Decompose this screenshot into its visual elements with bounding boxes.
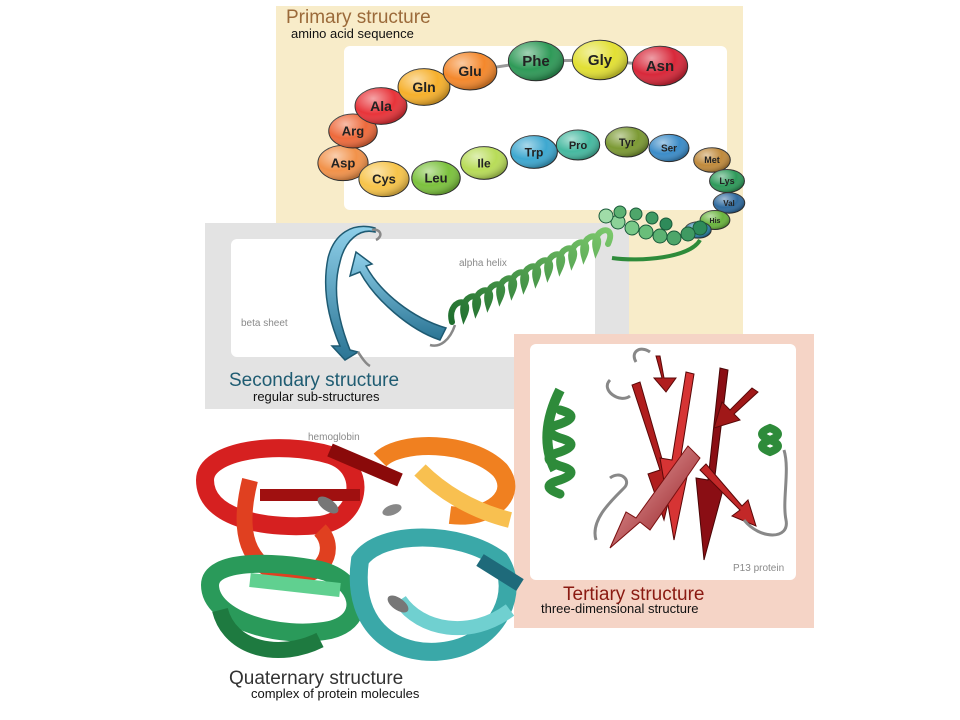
residue-label: Leu — [424, 171, 447, 186]
chain-coil — [598, 205, 708, 246]
alpha-helix-label: alpha helix — [459, 258, 507, 269]
secondary-structure-subtitle: regular sub-structures — [253, 389, 380, 404]
hemoglobin-structure — [195, 437, 524, 661]
residue-leu: Leu — [411, 160, 461, 196]
hemoglobin-label: hemoglobin — [308, 432, 360, 443]
residue-label: Tyr — [619, 137, 636, 149]
residue-label: Asp — [331, 156, 356, 171]
residue-label: Phe — [522, 53, 550, 70]
residue-label: Ile — [477, 156, 491, 170]
secondary-structure-title: Secondary structure — [229, 370, 400, 391]
residue-lys: Lys — [709, 168, 745, 194]
residue-met: Met — [693, 147, 731, 173]
residue-label: Cys — [372, 172, 396, 187]
residue-label: His — [710, 218, 721, 225]
residue-pro: Pro — [555, 129, 601, 161]
tertiary-structure-title: Tertiary structure — [563, 584, 705, 605]
p13-protein-structure — [542, 347, 788, 561]
alpha-helix — [429, 227, 702, 347]
residue-label: Lys — [719, 176, 734, 186]
p13-protein-label: P13 protein — [733, 563, 785, 574]
residue-label: Pro — [569, 140, 588, 152]
beta-sheet — [324, 225, 448, 368]
residue-val: Val — [712, 192, 746, 214]
residue-ile: Ile — [460, 146, 508, 180]
residue-tyr: Tyr — [604, 126, 650, 158]
tertiary-structure-subtitle: three-dimensional structure — [541, 601, 699, 616]
residue-gln: Gln — [397, 68, 451, 106]
residue-glu: Glu — [442, 51, 498, 91]
residue-ala: Ala — [354, 87, 408, 125]
residue-label: Glu — [458, 63, 481, 79]
residue-label: Met — [704, 155, 720, 165]
beta-sheet-label: beta sheet — [241, 318, 288, 329]
residue-asn: Asn — [631, 45, 689, 87]
residue-gly: Gly — [571, 39, 629, 81]
residue-phe: Phe — [507, 40, 565, 82]
residue-trp: Trp — [510, 135, 558, 169]
residue-cys: Cys — [358, 160, 410, 198]
residue-arg: Arg — [328, 113, 378, 149]
residue-label: Arg — [342, 124, 364, 139]
residue-label: Val — [723, 199, 735, 208]
residue-asp: Asp — [317, 144, 369, 182]
residue-label: Gly — [588, 52, 613, 69]
residue-label: Trp — [525, 145, 544, 159]
residue-label: Ala — [370, 98, 392, 114]
quaternary-structure-title: Quaternary structure — [229, 668, 404, 689]
residue-label: Asn — [646, 58, 674, 75]
quaternary-structure-subtitle: complex of protein molecules — [251, 686, 420, 701]
residue-ser: Ser — [648, 133, 690, 163]
residue-label: Gln — [412, 79, 435, 95]
residue-label: Ser — [661, 144, 677, 155]
primary-structure-subtitle: amino acid sequence — [291, 26, 414, 41]
primary-structure-title: Primary structure — [286, 7, 431, 28]
